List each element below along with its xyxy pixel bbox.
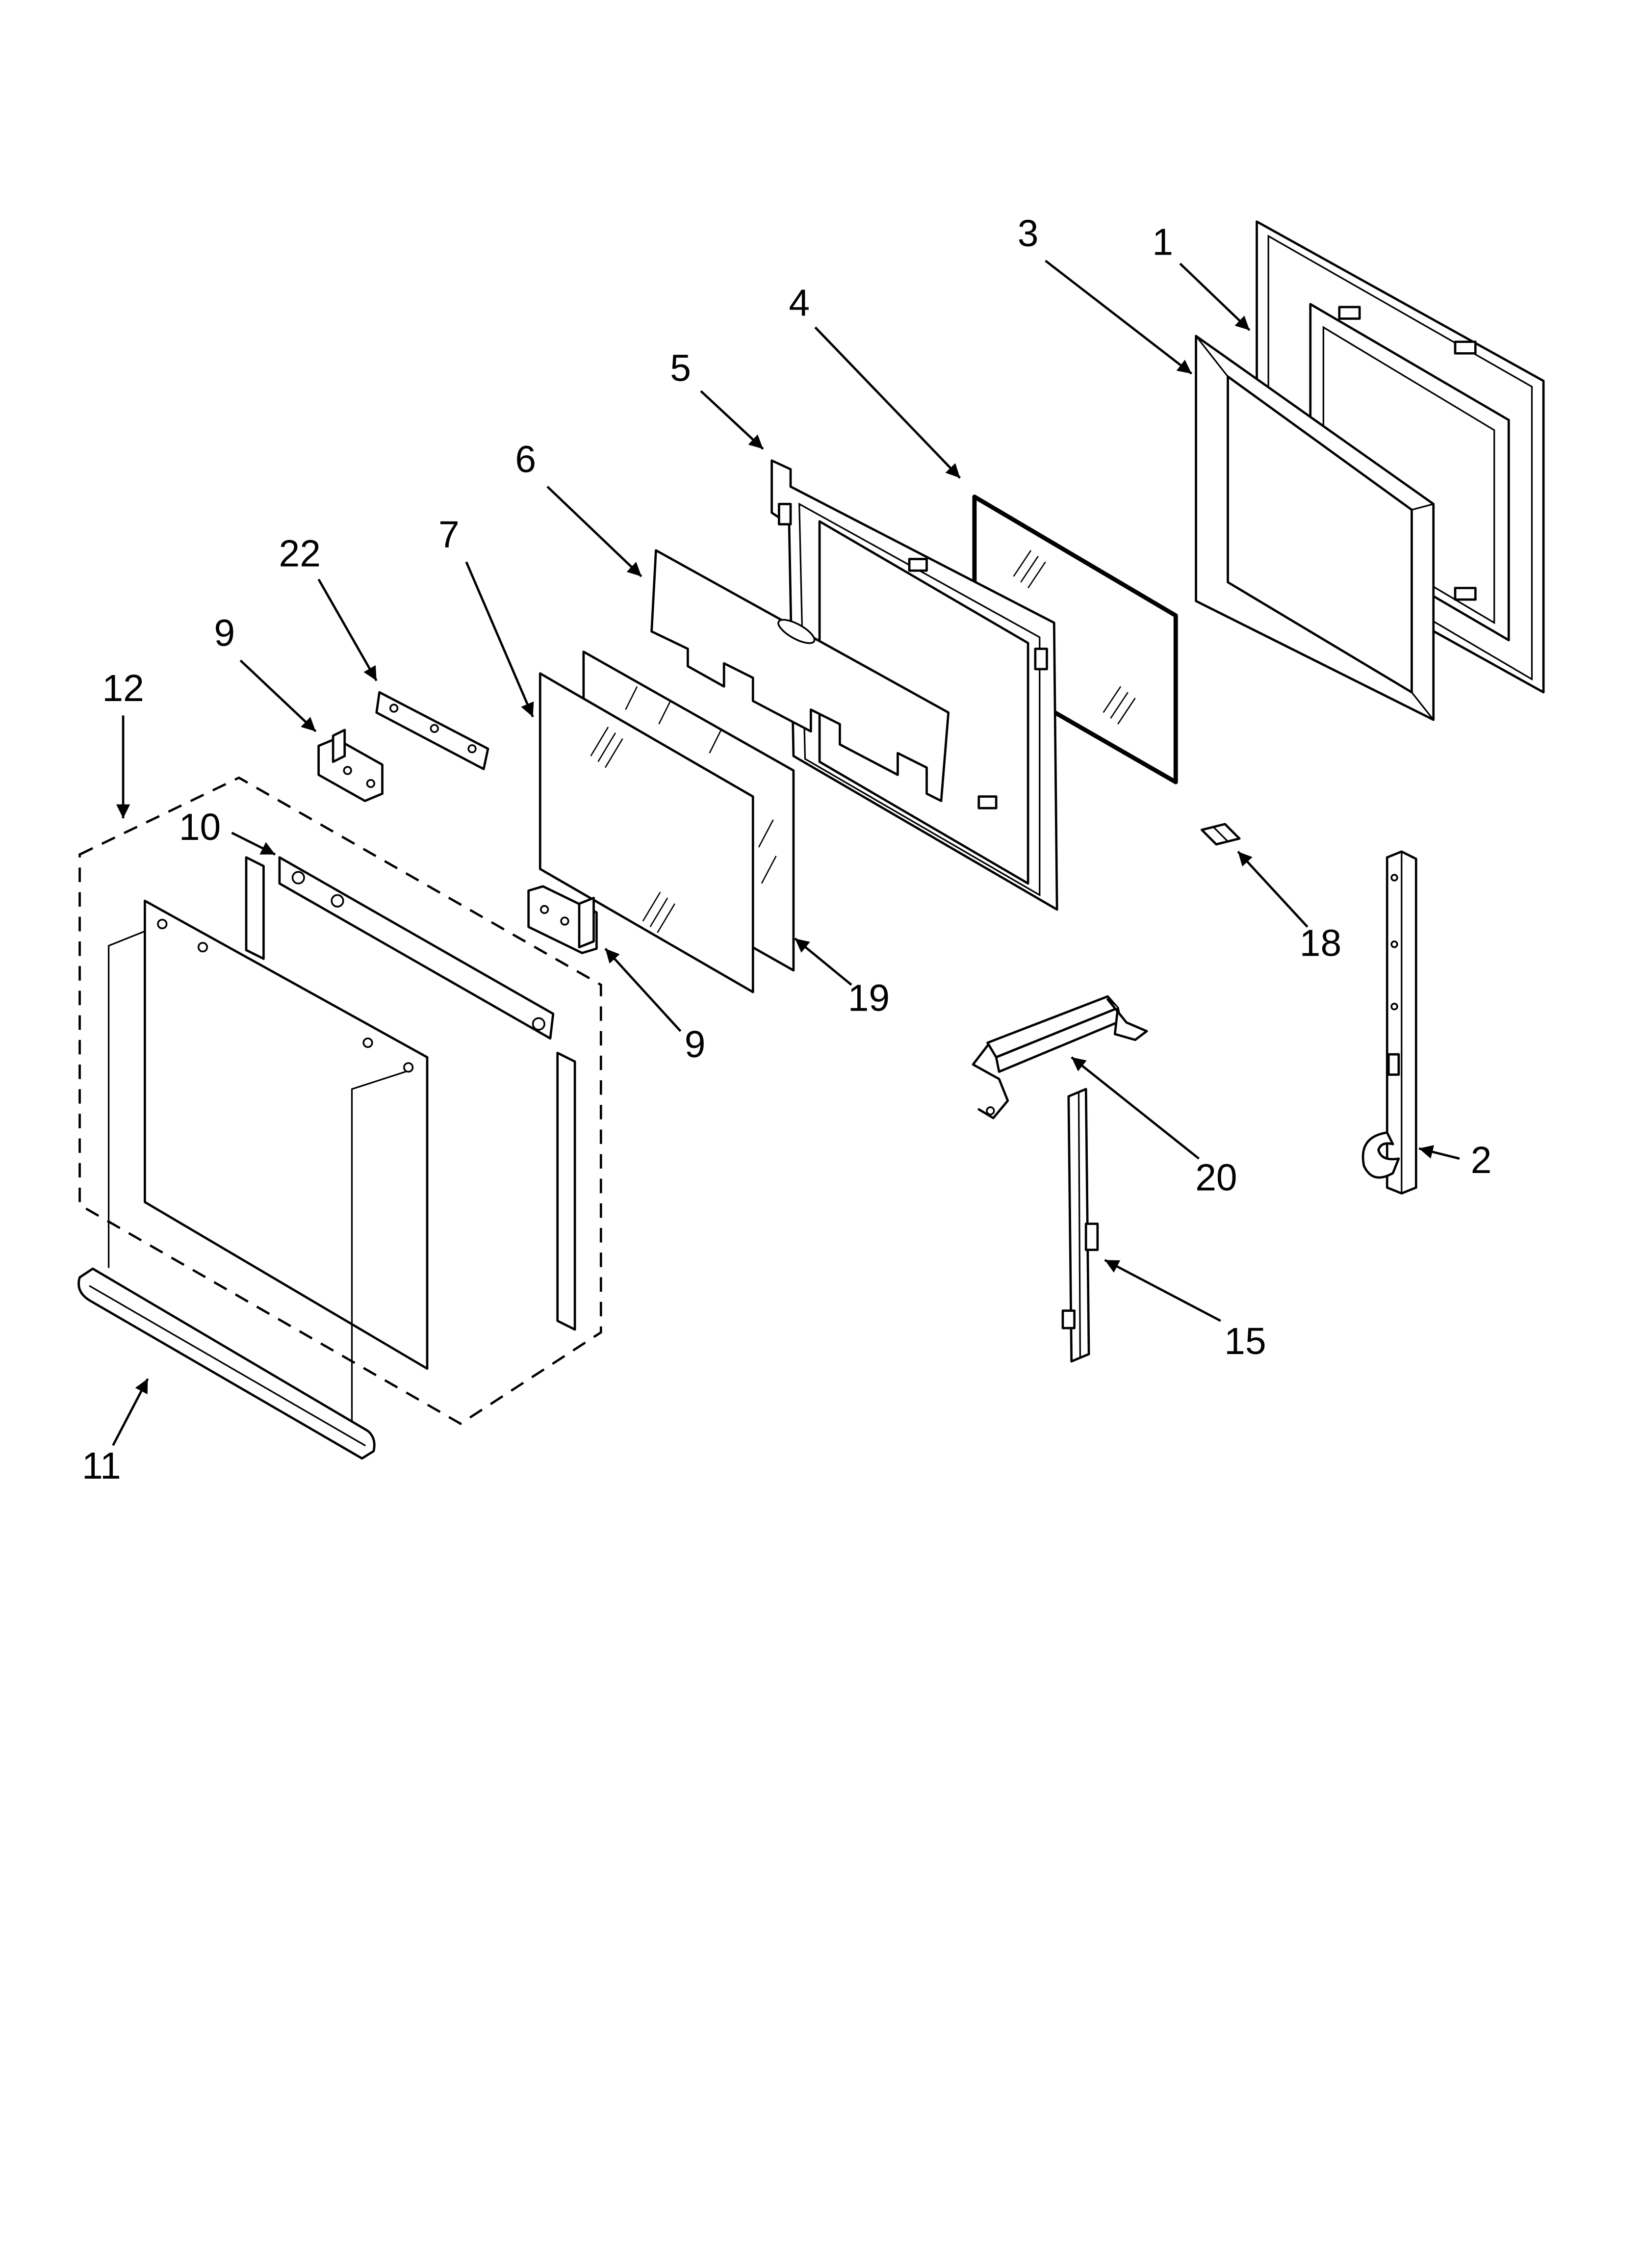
left-side-strip: [245, 856, 265, 960]
callout-part-10: 10: [179, 807, 221, 848]
leader-part-6: [546, 486, 642, 577]
callout-part-4: 4: [789, 283, 810, 324]
leader-part-20: [1071, 1056, 1200, 1160]
part-9-lower-hinge-bracket: [527, 885, 598, 954]
leader-part-18: [1237, 851, 1308, 928]
callout-part-2: 2: [1471, 1140, 1492, 1181]
glass-reflection-hatch: [1013, 550, 1136, 725]
part-2-door-hinge: [1361, 850, 1417, 1195]
part-22-bracket: [375, 691, 489, 770]
leader-part-9-upper: [239, 659, 317, 732]
callout-part-22: 22: [279, 533, 321, 574]
callout-part-11: 11: [82, 1445, 121, 1487]
part-20-support-bracket: [972, 995, 1148, 1120]
screw-alignment-line-right: [351, 1070, 407, 1428]
leader-part-22: [317, 578, 378, 681]
callout-part-1: 1: [1152, 222, 1173, 263]
part-12-door-assembly-outline: [78, 776, 602, 1425]
part-10-trim-strip: [278, 856, 555, 1040]
part-15-hinge-arm: [1061, 1088, 1099, 1363]
leader-part-11: [112, 1378, 149, 1446]
part-6-heat-shield: [650, 549, 950, 802]
callout-part-12: 12: [102, 668, 144, 709]
right-side-strip: [556, 1051, 576, 1331]
callout-part-7: 7: [438, 514, 460, 556]
callout-part-20: 20: [1195, 1157, 1237, 1199]
leader-part-5: [700, 390, 764, 450]
part-3-door-trim-frame: [1195, 335, 1435, 721]
part-18-clip: [1201, 823, 1241, 846]
callout-part-15: 15: [1224, 1321, 1266, 1362]
callout-part-19: 19: [848, 978, 890, 1019]
glass-reflection-hatch: [590, 727, 675, 933]
leader-part-19: [794, 938, 852, 986]
callout-part-18: 18: [1300, 922, 1341, 964]
leader-part-3: [1045, 260, 1193, 375]
callout-part-6: 6: [515, 439, 536, 480]
glass-reflection-hatch: [625, 686, 777, 884]
callout-part-9-lower: 9: [685, 1024, 706, 1066]
leader-part-10: [231, 832, 276, 856]
outer-door-panel: [144, 899, 429, 1370]
part-9-upper-hinge-bracket: [317, 729, 384, 802]
leader-part-15: [1104, 1259, 1221, 1322]
screw-alignment-line-left: [107, 930, 146, 1268]
callout-labels: 1 2 3 4 5 6 7 9 9 10 11 12 15 18 19 20 2…: [82, 213, 1492, 1487]
leader-part-9-lower: [604, 948, 682, 1032]
part-7-window-glass: [539, 672, 754, 993]
callout-part-3: 3: [1018, 213, 1039, 255]
callout-part-5: 5: [670, 347, 691, 389]
leader-part-7: [465, 561, 534, 718]
leader-part-1: [1179, 262, 1251, 331]
leader-lines: [112, 260, 1460, 1446]
leader-part-2: [1418, 1145, 1460, 1160]
callout-part-9-upper: 9: [214, 613, 235, 654]
leader-part-4: [814, 326, 961, 479]
part-11-door-handle: [77, 1267, 376, 1460]
